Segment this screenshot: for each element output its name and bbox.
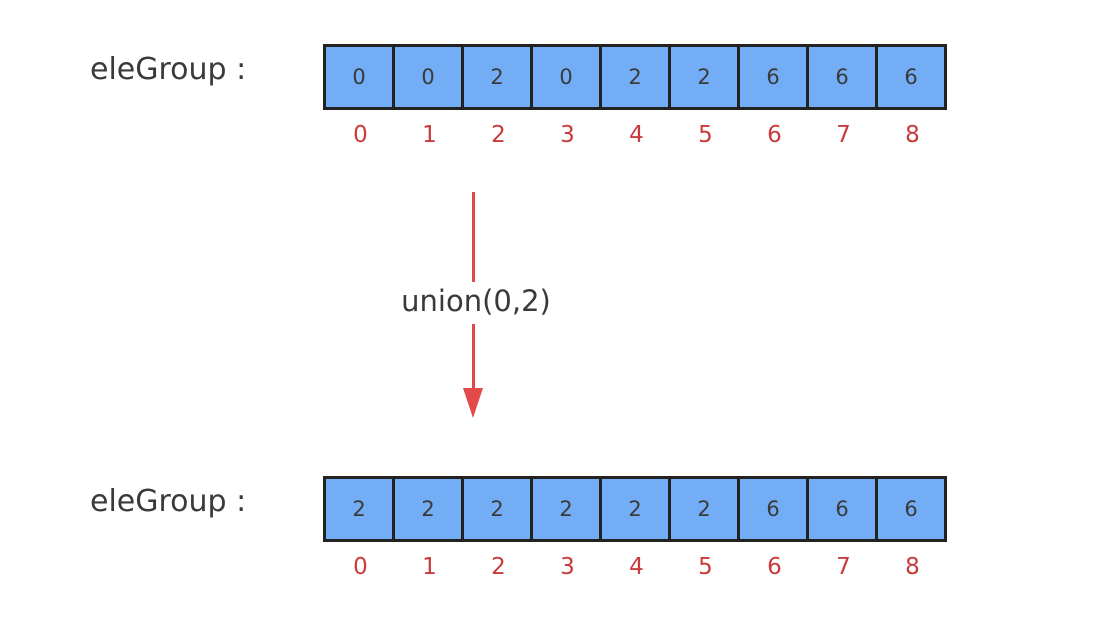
array-label: eleGroup : [90,484,247,519]
array-index: 0 [353,122,368,148]
array-index: 7 [836,122,851,148]
array-cell: 6 [809,476,878,542]
array-indices: 0 1 2 3 4 5 6 7 8 [323,122,947,148]
array-cell: 2 [464,476,533,542]
arrow-line [472,324,475,394]
array-index: 7 [836,554,851,580]
array-index: 6 [767,554,782,580]
array-index: 8 [905,122,920,148]
array-cell: 0 [326,44,395,110]
array-index: 3 [560,554,575,580]
array-index: 1 [422,122,437,148]
array-cell: 2 [464,44,533,110]
array-cell: 2 [671,476,740,542]
union-transition: union(0,2) [386,192,566,424]
array-index: 5 [698,554,713,580]
operation-label: union(0,2) [386,284,566,318]
array-index: 1 [422,554,437,580]
array-cell: 6 [740,44,809,110]
array-index: 4 [629,554,644,580]
array-index: 2 [491,554,506,580]
arrow-down-icon [463,388,483,418]
array-cell: 2 [326,476,395,542]
array-cell: 2 [395,476,464,542]
array-cell: 0 [533,44,602,110]
array-index: 6 [767,122,782,148]
array-cells: 2 2 2 2 2 2 6 6 6 [323,476,947,542]
array-cell: 2 [533,476,602,542]
array-cell: 2 [602,476,671,542]
array-cell: 6 [878,476,947,542]
array-index: 8 [905,554,920,580]
array-cell: 6 [809,44,878,110]
array-cell: 2 [671,44,740,110]
array-cell: 6 [878,44,947,110]
array-cell: 0 [395,44,464,110]
array-cells: 0 0 2 0 2 2 6 6 6 [323,44,947,110]
array-index: 5 [698,122,713,148]
array-label: eleGroup : [90,52,247,87]
array-index: 0 [353,554,368,580]
array-index: 2 [491,122,506,148]
array-indices: 0 1 2 3 4 5 6 7 8 [323,554,947,580]
array-index: 4 [629,122,644,148]
array-cell: 2 [602,44,671,110]
array-index: 3 [560,122,575,148]
arrow-line [472,192,475,282]
array-cell: 6 [740,476,809,542]
